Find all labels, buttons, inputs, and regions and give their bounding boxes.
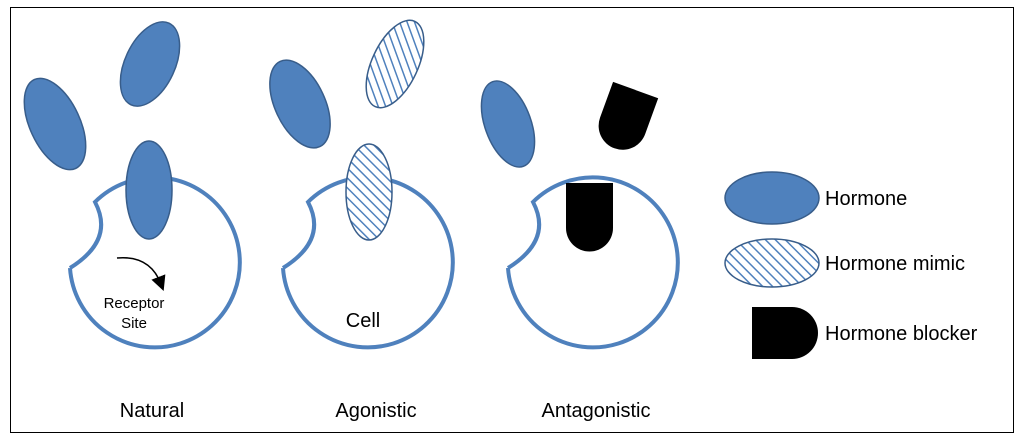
hormone-floating-3 <box>257 51 342 157</box>
legend: Hormone Hormone mimic Hormone blocker <box>725 172 978 359</box>
legend-blocker-label: Hormone blocker <box>825 323 978 345</box>
legend-hormone-label: Hormone <box>825 188 907 210</box>
mimic-bound <box>346 144 392 240</box>
receptor-site-label-line2: Site <box>121 315 147 332</box>
blocker-floating <box>592 82 658 157</box>
caption-agonistic: Agonistic <box>335 400 416 422</box>
receptor-site-label-line1: Receptor <box>104 295 165 312</box>
caption-natural: Natural <box>120 400 184 422</box>
mimic-floating <box>354 12 435 117</box>
legend-mimic-label: Hormone mimic <box>825 253 965 275</box>
caption-antagonistic: Antagonistic <box>542 400 651 422</box>
hormone-bound <box>126 141 172 239</box>
hormone-floating-2 <box>108 13 191 116</box>
cell-label: Cell <box>346 310 380 332</box>
hormone-floating-1 <box>12 69 99 179</box>
blocker-bound <box>566 183 613 252</box>
legend-blocker-swatch <box>752 307 818 359</box>
hormone-floating-4 <box>471 74 545 174</box>
panel-agonistic: Cell Agonistic <box>257 12 452 422</box>
panel-natural: Receptor Site Natural <box>12 13 240 422</box>
panel-antagonistic: Antagonistic <box>471 74 678 422</box>
legend-hormone-swatch <box>725 172 819 224</box>
legend-mimic-swatch <box>725 239 819 287</box>
